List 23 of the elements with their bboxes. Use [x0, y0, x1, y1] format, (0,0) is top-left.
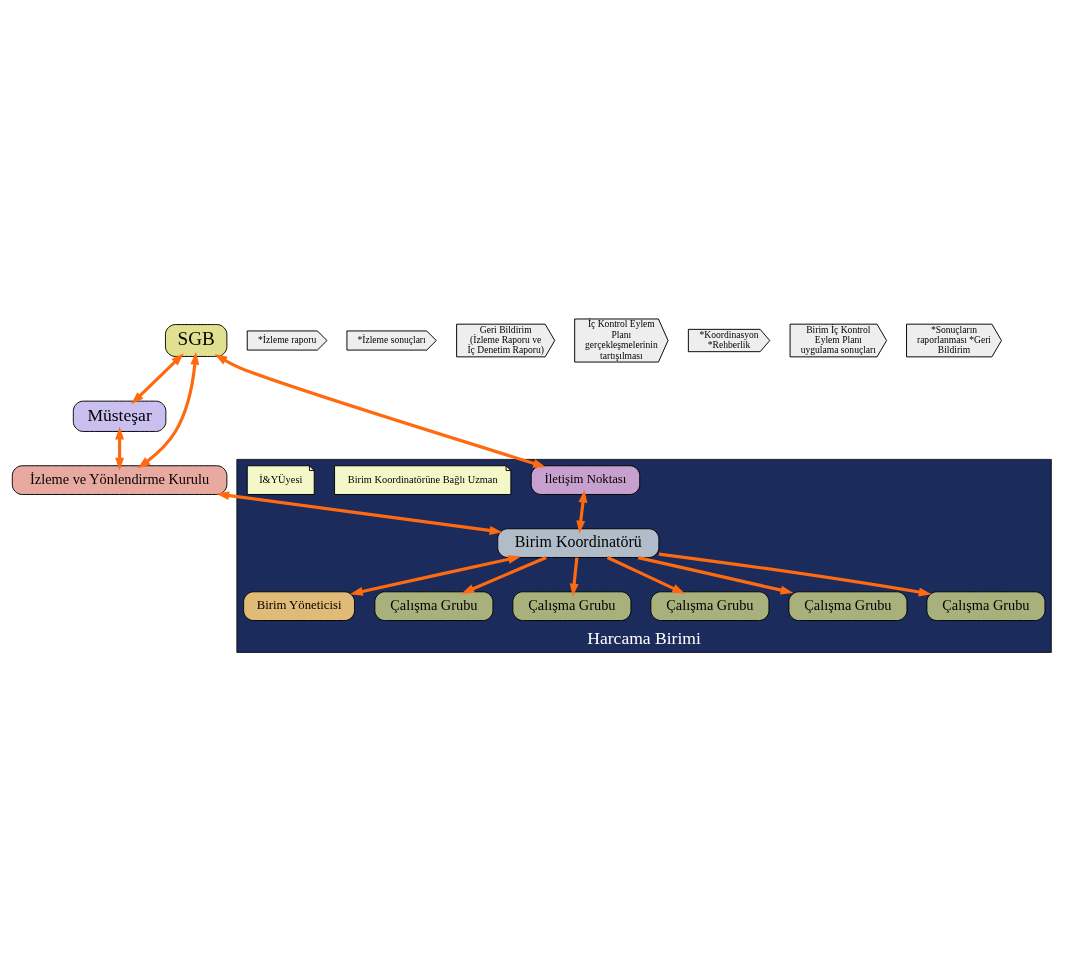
arrow [576, 489, 588, 534]
node-box: Birim Koordinatörü [497, 528, 660, 558]
arrow [214, 354, 546, 468]
arrow [461, 556, 547, 594]
arrow [637, 556, 794, 595]
arrow [350, 554, 522, 596]
node-box: İzleme ve Yönlendirme Kurulu [11, 465, 228, 495]
node-box: SGB [164, 324, 228, 357]
arrow [115, 426, 125, 471]
node-box: Birim Yöneticisi [243, 591, 355, 621]
node-box: Çalışma Grubu [650, 591, 770, 621]
node-box: Müsteşar [72, 400, 167, 432]
arrow [606, 556, 686, 594]
arrow [569, 557, 579, 597]
arrow [216, 491, 503, 535]
arrow [658, 552, 932, 597]
node-box: Çalışma Grubu [926, 591, 1046, 621]
node-box: İletişim Noktası [530, 465, 641, 495]
node-box: Çalışma Grubu [512, 591, 632, 621]
node-box: Çalışma Grubu [374, 591, 494, 621]
arrow [131, 353, 184, 405]
node-box: Çalışma Grubu [788, 591, 908, 621]
arrow [137, 351, 200, 469]
